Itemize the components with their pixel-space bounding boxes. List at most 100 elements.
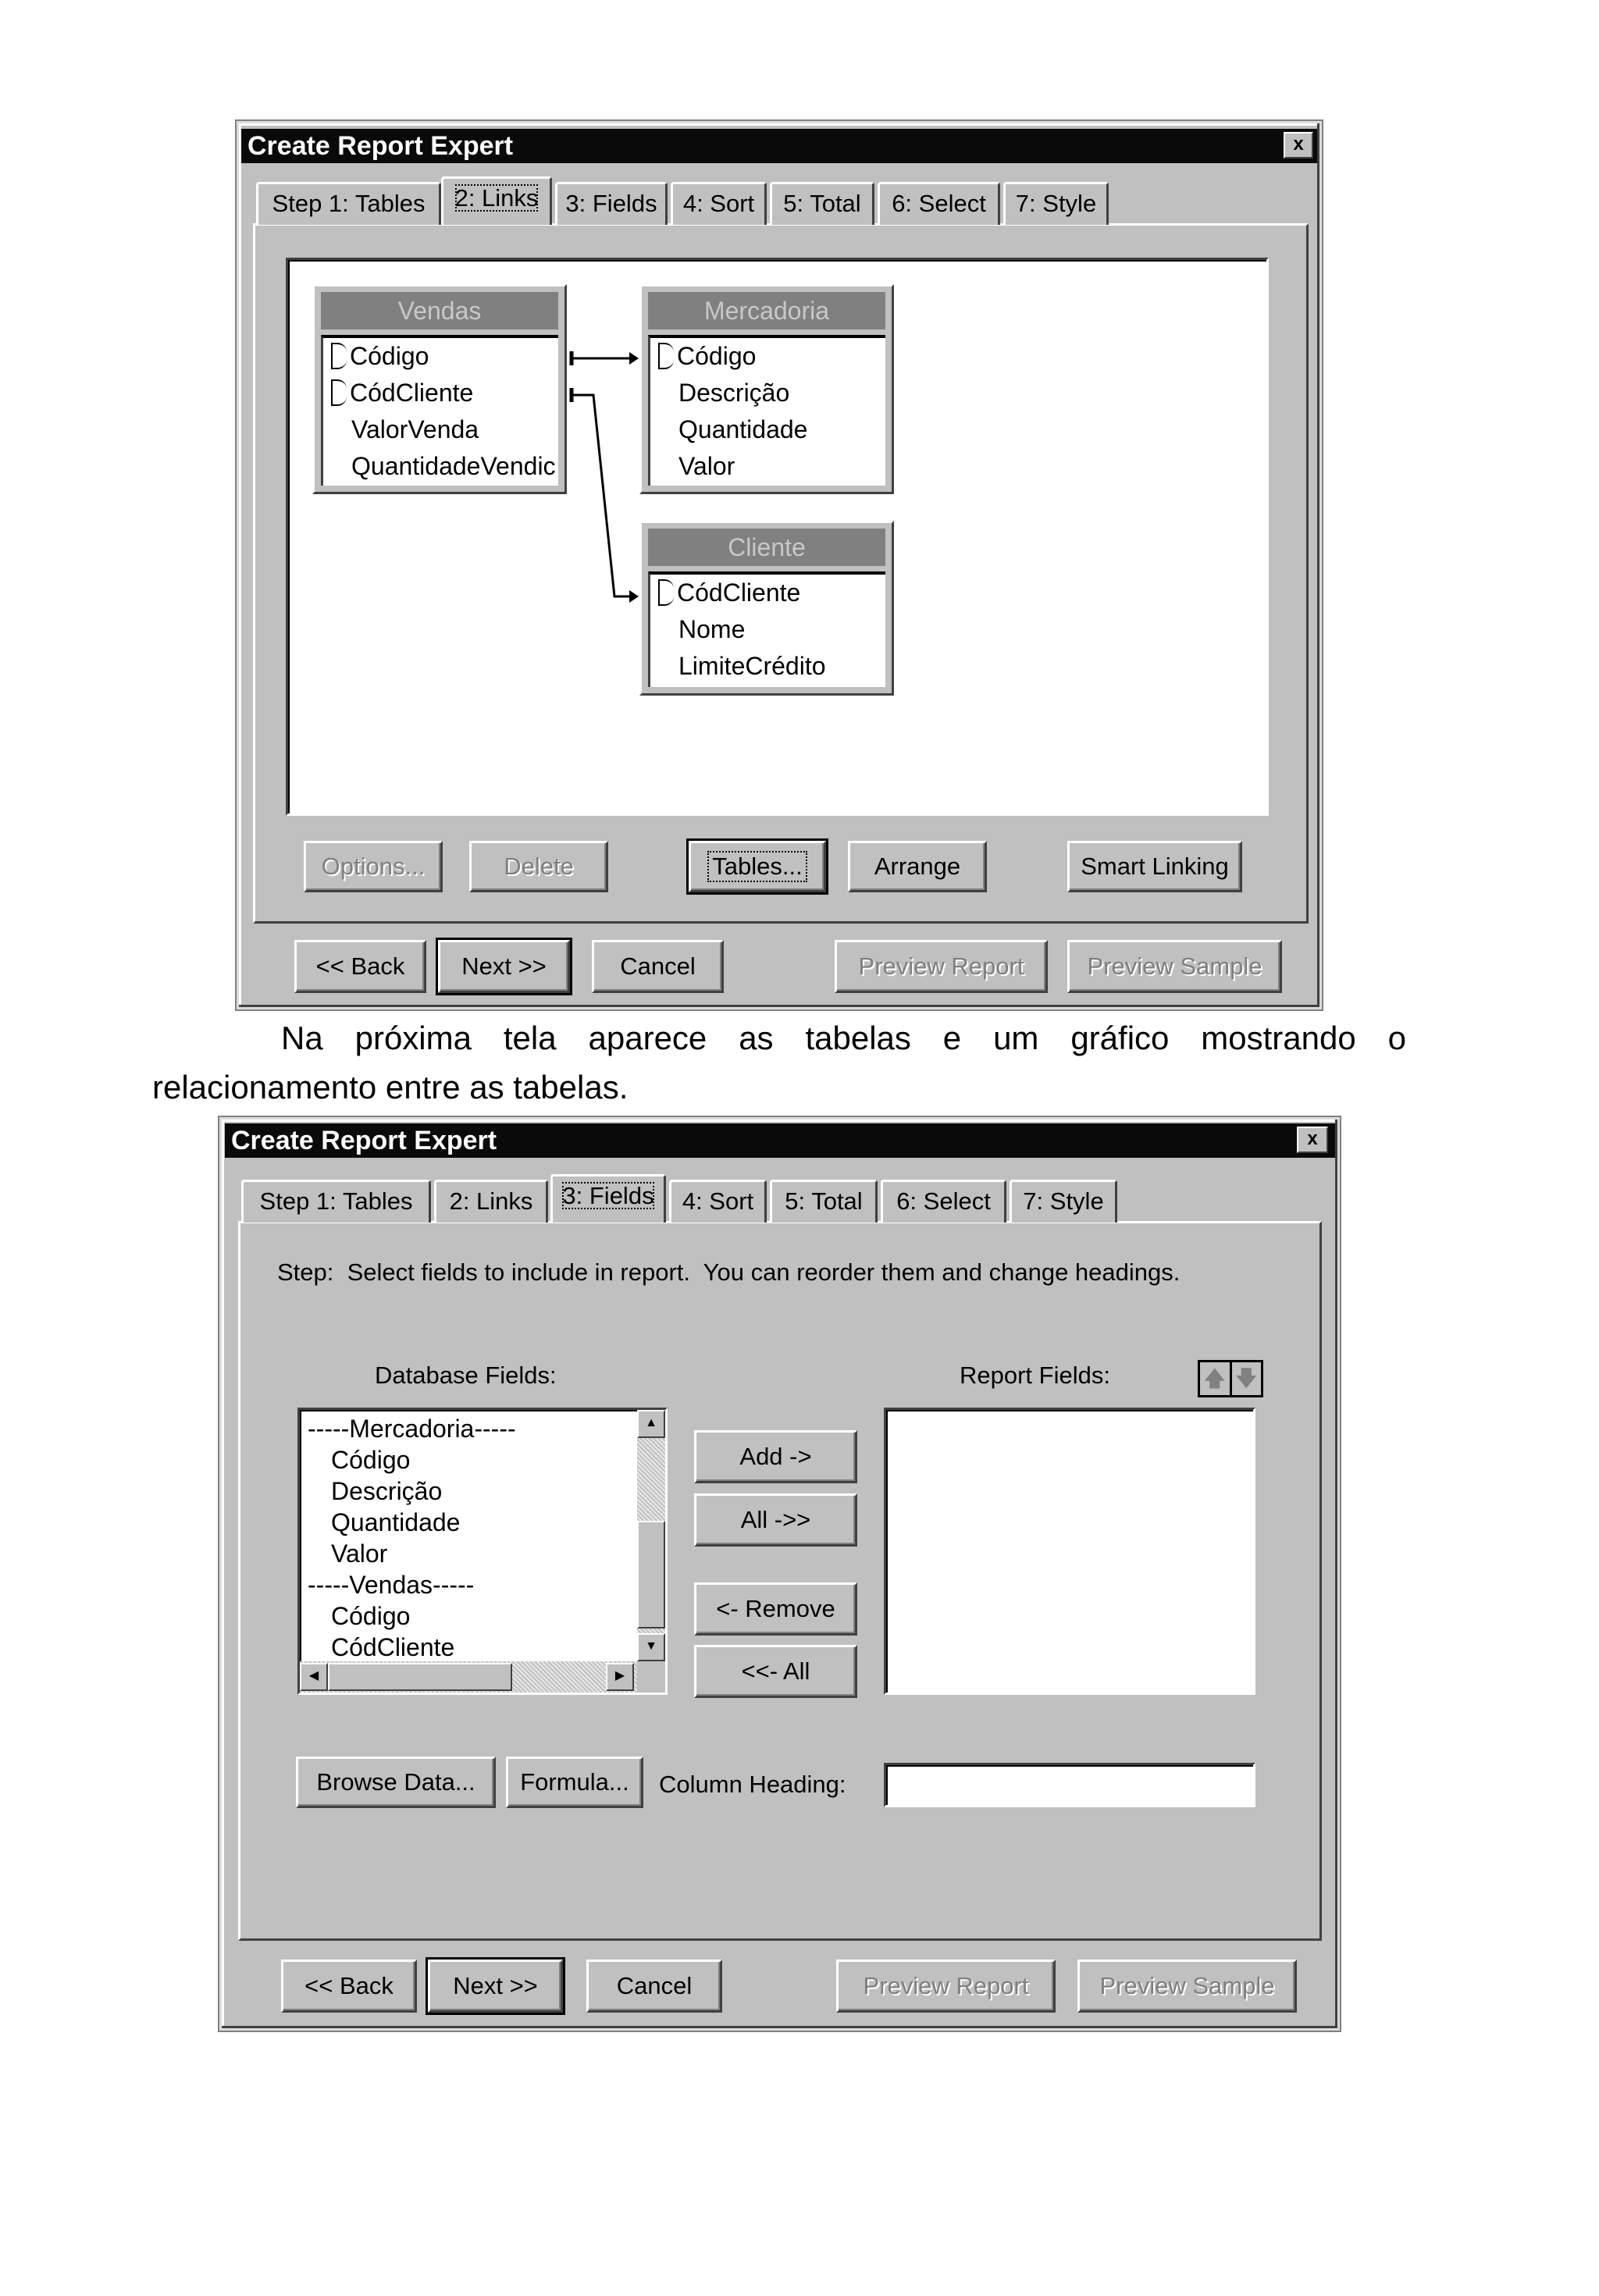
vertical-scroll-thumb[interactable]: [637, 1521, 665, 1629]
move-down-icon[interactable]: 🡇: [1234, 1366, 1258, 1390]
tab-fields-label: 3: Fields: [562, 1182, 654, 1209]
close-icon[interactable]: x: [1284, 132, 1313, 158]
field-label: CódCliente: [350, 379, 474, 407]
formula-button[interactable]: Formula...: [506, 1757, 643, 1808]
index-key-icon: [658, 342, 674, 369]
index-key-icon: [331, 379, 347, 406]
add-button[interactable]: Add ->: [694, 1430, 857, 1483]
column-heading-input[interactable]: [884, 1763, 1255, 1807]
scroll-corner: [637, 1661, 665, 1693]
step-instructions: Step: Select fields to include in report…: [277, 1258, 1181, 1286]
delete-button[interactable]: Delete: [469, 841, 608, 892]
arrange-button[interactable]: Arrange: [848, 841, 987, 892]
table-header: Mercadoria: [648, 292, 885, 329]
tab-select[interactable]: 6: Select: [878, 182, 1000, 225]
scroll-left-arrow-icon[interactable]: ◀: [300, 1663, 328, 1691]
tab-sort[interactable]: 4: Sort: [669, 1180, 767, 1223]
tables-button[interactable]: Tables...: [686, 838, 828, 895]
field-row[interactable]: Descrição: [678, 379, 790, 407]
tab-links[interactable]: 2: Links: [441, 176, 552, 225]
remove-button[interactable]: <- Remove: [694, 1582, 857, 1636]
report-fields-list[interactable]: [884, 1408, 1255, 1695]
close-icon[interactable]: x: [1297, 1127, 1328, 1153]
field-row[interactable]: CódCliente: [658, 575, 800, 611]
preview-sample-button[interactable]: Preview Sample: [1067, 940, 1282, 993]
smart-linking-button[interactable]: Smart Linking: [1067, 841, 1242, 892]
table-vendas[interactable]: Vendas Código CódCliente ValorVenda Quan…: [312, 284, 567, 494]
move-up-icon[interactable]: 🡅: [1200, 1362, 1232, 1395]
tab-total[interactable]: 5: Total: [770, 1180, 878, 1223]
preview-report-button[interactable]: Preview Report: [835, 940, 1048, 993]
database-fields-list[interactable]: -----Mercadoria----- Código Descrição Qu…: [297, 1408, 668, 1695]
table-header: Vendas: [321, 292, 558, 329]
list-item[interactable]: CódCliente: [331, 1633, 455, 1661]
column-heading-label: Column Heading:: [659, 1771, 846, 1798]
field-row[interactable]: Código: [658, 338, 756, 375]
paragraph-line-1: Na próxima tela aparece as tabelas e um …: [281, 1020, 1406, 1056]
options-button[interactable]: Options...: [304, 841, 443, 892]
back-button[interactable]: << Back: [294, 940, 426, 993]
list-item[interactable]: Código: [331, 1446, 411, 1474]
table-header: Cliente: [648, 529, 885, 566]
dialog-title: Create Report Expert: [225, 1123, 1335, 1158]
tab-links-label: 2: Links: [454, 184, 539, 212]
index-key-icon: [331, 342, 347, 369]
dialog-title: Create Report Expert: [241, 129, 1317, 163]
field-label: Código: [350, 342, 429, 370]
scroll-down-arrow-icon[interactable]: ▼: [637, 1633, 665, 1661]
field-row[interactable]: Quantidade: [678, 415, 808, 443]
tab-fields[interactable]: 3: Fields: [555, 182, 668, 225]
add-all-button[interactable]: All ->>: [694, 1493, 857, 1547]
arrow-head: [629, 590, 639, 603]
field-row[interactable]: Valor: [678, 452, 735, 480]
list-item[interactable]: Valor: [331, 1540, 388, 1568]
next-button[interactable]: Next >>: [436, 938, 572, 995]
field-row[interactable]: CódCliente: [331, 375, 473, 411]
link-codcliente: [572, 393, 634, 598]
tab-style[interactable]: 7: Style: [1003, 182, 1109, 225]
field-row[interactable]: Código: [331, 338, 429, 375]
field-label: Código: [677, 342, 757, 370]
table-mercadoria[interactable]: Mercadoria Código Descrição Quantidade V…: [639, 284, 894, 494]
tab-total[interactable]: 5: Total: [770, 182, 874, 225]
field-row[interactable]: QuantidadeVendic: [351, 452, 556, 480]
table-fields: CódCliente Nome LimiteCrédito: [648, 571, 885, 687]
table-fields: Código Descrição Quantidade Valor: [648, 335, 885, 486]
horizontal-scroll-thumb[interactable]: [328, 1663, 512, 1691]
arrow-head: [629, 352, 639, 365]
tab-select[interactable]: 6: Select: [881, 1180, 1006, 1223]
remove-all-button[interactable]: <<- All: [694, 1645, 857, 1698]
cancel-button[interactable]: Cancel: [592, 940, 724, 993]
paragraph-line-2: relacionamento entre as tabelas.: [152, 1069, 629, 1105]
table-fields: Código CódCliente ValorVenda QuantidadeV…: [321, 335, 558, 486]
browse-data-button[interactable]: Browse Data...: [296, 1757, 496, 1808]
tab-links[interactable]: 2: Links: [434, 1180, 548, 1223]
tab-style[interactable]: 7: Style: [1010, 1180, 1117, 1223]
database-fields-label: Database Fields:: [375, 1362, 557, 1389]
scroll-up-arrow-icon[interactable]: ▲: [637, 1410, 665, 1438]
scroll-right-arrow-icon[interactable]: ▶: [606, 1663, 634, 1691]
reorder-buttons: 🡅 🡇: [1198, 1360, 1263, 1397]
field-label: CódCliente: [677, 578, 801, 607]
next-button[interactable]: Next >>: [426, 1957, 565, 2015]
field-row[interactable]: LimiteCrédito: [678, 652, 826, 680]
preview-report-button[interactable]: Preview Report: [836, 1960, 1056, 2013]
tab-sort[interactable]: 4: Sort: [671, 182, 767, 225]
cancel-button[interactable]: Cancel: [586, 1960, 722, 2013]
tab-tables[interactable]: Step 1: Tables: [256, 182, 441, 225]
list-item[interactable]: Descrição: [331, 1477, 443, 1505]
index-key-icon: [658, 578, 674, 606]
field-row[interactable]: ValorVenda: [351, 415, 479, 443]
field-row[interactable]: Nome: [678, 615, 746, 643]
list-item[interactable]: -----Vendas-----: [308, 1571, 475, 1599]
table-cliente[interactable]: Cliente CódCliente Nome LimiteCrédito: [639, 521, 894, 696]
link-lines: [569, 351, 639, 603]
back-button[interactable]: << Back: [281, 1960, 417, 2013]
tab-fields[interactable]: 3: Fields: [550, 1174, 666, 1223]
preview-sample-button[interactable]: Preview Sample: [1077, 1960, 1297, 2013]
tables-button-label: Tables...: [707, 851, 807, 882]
list-item[interactable]: -----Mercadoria-----: [308, 1415, 516, 1443]
tab-tables[interactable]: Step 1: Tables: [241, 1180, 431, 1223]
list-item[interactable]: Código: [331, 1602, 411, 1630]
list-item[interactable]: Quantidade: [331, 1508, 461, 1536]
